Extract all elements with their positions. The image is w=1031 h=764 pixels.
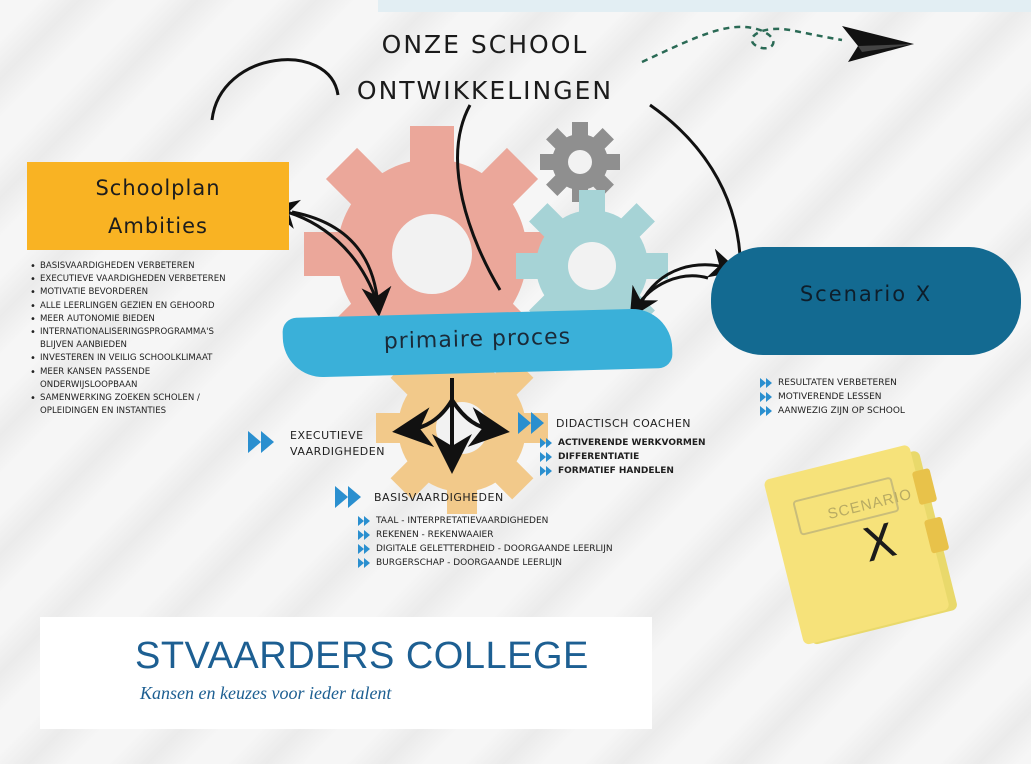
basis-item-label: DIGITALE GELETTERDHEID - DOORGAANDE LEER… bbox=[376, 544, 613, 554]
flight-dashed-path bbox=[641, 25, 843, 64]
ambition-item-continued: OPLEIDINGEN EN INSTANTIES bbox=[40, 406, 167, 417]
didactisch-item-label: ACTIVERENDE WERKVORMEN bbox=[558, 438, 706, 448]
ambition-item: INTERNATIONALISERINGSPROGRAMMA'S bbox=[30, 326, 300, 339]
basis-item-label: TAAL - INTERPRETATIEVAARDIGHEDEN bbox=[376, 516, 549, 526]
scenario-item: MOTIVERENDE LESSEN bbox=[760, 390, 905, 404]
basis-item: DIGITALE GELETTERDHEID - DOORGAANDE LEER… bbox=[358, 542, 613, 556]
arc-curve bbox=[210, 58, 340, 121]
didactisch-list: ACTIVERENDE WERKVORMEN DIFFERENTIATIE FO… bbox=[540, 436, 706, 478]
basis-heading: BASISVAARDIGHEDEN bbox=[374, 491, 504, 504]
scenario-x-label: Scenario X bbox=[799, 282, 933, 306]
basis-item: BURGERSCHAP - DOORGAANDE LEERLIJN bbox=[358, 556, 613, 570]
scenario-item-label: MOTIVERENDE LESSEN bbox=[778, 392, 882, 402]
basis-item-label: BURGERSCHAP - DOORGAANDE LEERLIJN bbox=[376, 558, 563, 568]
chevron-right-icon bbox=[760, 392, 772, 402]
scenario-curve bbox=[649, 103, 742, 256]
chevron-right-icon bbox=[760, 406, 772, 416]
basis-list: TAAL - INTERPRETATIEVAARDIGHEDEN REKENEN… bbox=[358, 514, 613, 570]
chevron-right-icon bbox=[358, 530, 370, 540]
school-logo: OOSTVAARDERS COLLEGE Kansen en keuzes vo… bbox=[40, 617, 652, 729]
primaire-proces-label: primaire proces bbox=[383, 324, 572, 355]
top-band bbox=[378, 0, 1031, 12]
executieve-line-2: VAARDIGHEDEN bbox=[290, 445, 385, 458]
scenario-list: RESULTATEN VERBETEREN MOTIVERENDE LESSEN… bbox=[760, 376, 905, 418]
chevron-right-icon bbox=[760, 378, 772, 388]
logo-tagline: Kansen en keuzes voor ieder talent bbox=[140, 683, 392, 703]
ambition-item: MOTIVATIE BEVORDEREN bbox=[30, 286, 300, 299]
basis-chevron-icon bbox=[335, 486, 361, 508]
ambition-item: MEER AUTONOMIE BIEDEN bbox=[30, 313, 300, 326]
page-title: ONZE SCHOOL ONTWIKKELINGEN bbox=[320, 22, 650, 114]
ambition-item-continued: ONDERWIJSLOOPBAAN bbox=[40, 379, 138, 390]
chevron-right-icon bbox=[358, 516, 370, 526]
schoolplan-box: Schoolplan Ambities bbox=[27, 162, 289, 250]
schoolplan-arrow bbox=[291, 210, 392, 317]
basis-item-label: REKENEN - REKENWAAIER bbox=[376, 530, 494, 540]
logo-name-rest: STVAARDERS COLLEGE bbox=[135, 635, 589, 677]
ambition-item: MEER KANSEN PASSENDE bbox=[30, 366, 300, 379]
ambition-item-continued: BLIJVEN AANBIEDEN bbox=[40, 340, 127, 351]
title-line-2: ONTWIKKELINGEN bbox=[356, 76, 614, 105]
primaire-proces-banner: primaire proces bbox=[282, 307, 673, 379]
ambition-item: EXECUTIEVE VAARDIGHEDEN VERBETEREN bbox=[30, 273, 300, 286]
didactisch-heading: DIDACTISCH COACHEN bbox=[556, 417, 692, 430]
didactisch-item-label: DIFFERENTIATIE bbox=[558, 452, 640, 462]
executieve-chevron-icon bbox=[248, 431, 274, 453]
scenario-item: AANWEZIG ZIJN OP SCHOOL bbox=[760, 404, 905, 418]
chevron-right-icon bbox=[540, 438, 552, 448]
ambitions-list: BASISVAARDIGHEDEN VERBETEREN EXECUTIEVE … bbox=[30, 260, 300, 418]
basis-item: TAAL - INTERPRETATIEVAARDIGHEDEN bbox=[358, 514, 613, 528]
title-line-1: ONZE SCHOOL bbox=[381, 30, 589, 59]
didactisch-item: ACTIVERENDE WERKVORMEN bbox=[540, 436, 706, 450]
executieve-line-1: EXECUTIEVE bbox=[290, 429, 364, 442]
scenario-item-label: RESULTATEN VERBETEREN bbox=[778, 378, 897, 388]
logo-name: OOSTVAARDERS COLLEGE bbox=[135, 635, 589, 678]
scenario-x-pill: Scenario X bbox=[711, 247, 1021, 355]
didactisch-item: DIFFERENTIATIE bbox=[540, 450, 706, 464]
schoolplan-back-arrow bbox=[268, 199, 380, 306]
paper-plane-icon bbox=[842, 26, 914, 62]
ambition-item: INVESTEREN IN VEILIG SCHOOLKLIMAAT bbox=[30, 352, 300, 365]
chevron-right-icon bbox=[358, 558, 370, 568]
scenario-item: RESULTATEN VERBETEREN bbox=[760, 376, 905, 390]
ambities-label: Ambities bbox=[108, 214, 208, 238]
didactisch-item-label: FORMATIEF HANDELEN bbox=[558, 466, 674, 476]
ambition-item: BASISVAARDIGHEDEN VERBETEREN bbox=[30, 260, 300, 273]
fork-left-arrow bbox=[392, 398, 454, 448]
didactisch-chevron-icon bbox=[518, 412, 544, 434]
chevron-right-icon bbox=[358, 544, 370, 554]
fork-right-arrow bbox=[450, 398, 510, 447]
scenario-back-arrow bbox=[629, 274, 709, 319]
schoolplan-label: Schoolplan bbox=[95, 176, 221, 200]
scenario-item-label: AANWEZIG ZIJN OP SCHOOL bbox=[778, 406, 905, 416]
basis-item: REKENEN - REKENWAAIER bbox=[358, 528, 613, 542]
executieve-heading: EXECUTIEVE VAARDIGHEDEN bbox=[290, 428, 385, 460]
chevron-right-icon bbox=[540, 452, 552, 462]
ambition-item: SAMENWERKING ZOEKEN SCHOLEN / bbox=[30, 392, 300, 405]
ambition-item: ALLE LEERLINGEN GEZIEN EN GEHOORD bbox=[30, 300, 300, 313]
center-curve bbox=[456, 104, 502, 291]
scenario-folder-icon bbox=[764, 445, 957, 645]
didactisch-item: FORMATIEF HANDELEN bbox=[540, 464, 706, 478]
chevron-right-icon bbox=[540, 466, 552, 476]
